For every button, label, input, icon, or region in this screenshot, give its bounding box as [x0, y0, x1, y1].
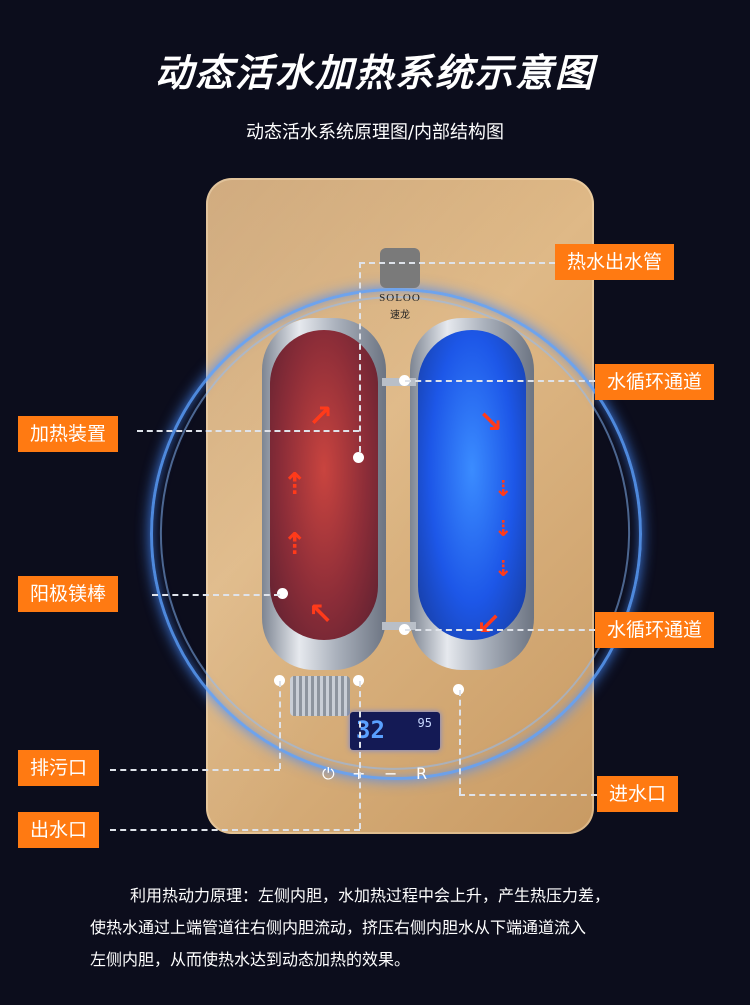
reset-button[interactable]: R [416, 764, 428, 783]
description-line-2: 使热水通过上端管道往右侧内胆流动，挤压右侧内胆水从下端通道流入 [90, 918, 587, 937]
description-line-1: 利用热动力原理：左侧内胆，水加热过程中会上升，产生热压力差， [130, 886, 611, 905]
flow-arrow-icon: ↗ [308, 399, 334, 434]
power-button[interactable]: ⏻ [322, 764, 335, 783]
marker-dot [277, 588, 288, 599]
label-hot-water-outlet: 热水出水管 [555, 244, 675, 280]
flow-arrow-icon: ↖ [308, 597, 334, 632]
page-subtitle: 动态活水系统原理图/内部结构图 [245, 122, 505, 143]
description-line-3: 左侧内胆，从而使热水达到动态加热的效果。 [90, 950, 411, 969]
marker-dot [353, 675, 364, 686]
leader-line [459, 690, 461, 794]
marker-dot [353, 452, 364, 463]
label-water-outlet: 出水口 [18, 812, 100, 848]
leader-line [137, 430, 359, 432]
display-small-value: 95 [417, 716, 432, 730]
label-anode-rod: 阳极镁棒 [18, 576, 119, 612]
leader-line [405, 629, 595, 631]
plus-button[interactable]: + [352, 764, 366, 783]
flow-arrow-icon: ↙ [476, 607, 502, 642]
label-circulation-bottom: 水循环通道 [595, 612, 715, 648]
leader-line [359, 262, 555, 264]
label-circulation-top: 水循环通道 [595, 364, 715, 400]
glow-ring-decoration [150, 288, 642, 780]
minus-button[interactable]: − [384, 764, 398, 783]
leader-line [152, 594, 280, 596]
marker-dot [274, 675, 285, 686]
label-heating-device: 加热装置 [18, 416, 119, 452]
brand-name: SOLOO [379, 292, 421, 304]
marker-dot [399, 375, 410, 386]
brand-chinese-name: 速龙 [390, 310, 410, 321]
leader-line [110, 769, 280, 771]
flow-arrow-icon: ↘ [478, 405, 504, 440]
label-drain: 排污口 [18, 750, 100, 786]
leader-line [110, 829, 360, 831]
brand-logo-icon [380, 248, 420, 288]
leader-line [459, 794, 597, 796]
leader-line [405, 380, 595, 382]
leader-line [359, 681, 361, 829]
marker-dot [453, 684, 464, 695]
leader-line [359, 262, 361, 452]
page-title: 动态活水加热系统示意图 [154, 51, 595, 95]
label-water-inlet: 进水口 [597, 776, 679, 812]
heating-element [290, 676, 350, 716]
temperature-display: 32 95 [350, 712, 440, 750]
flow-arrow-icon: ⇣ [494, 517, 513, 542]
flow-arrow-icon: ⇡ [282, 527, 308, 562]
flow-arrow-icon: ⇣ [494, 477, 513, 502]
flow-arrow-icon: ⇡ [282, 467, 308, 502]
flow-arrow-icon: ⇣ [494, 557, 513, 582]
leader-line [279, 681, 281, 769]
marker-dot [399, 624, 410, 635]
